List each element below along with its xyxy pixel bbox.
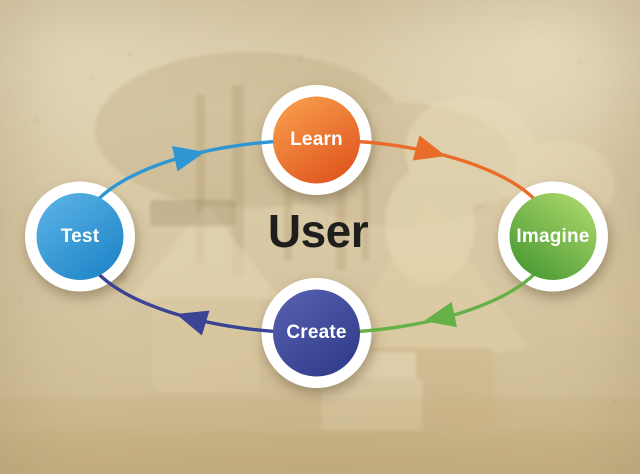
arrowhead-test-to-learn-icon: [171, 146, 205, 172]
node-circle-test: [36, 193, 124, 280]
node-label-imagine: Imagine: [516, 225, 590, 247]
node-circle-imagine: [509, 193, 597, 280]
node-label-test: Test: [60, 225, 100, 247]
arrowhead-imagine-to-create-icon: [424, 301, 458, 328]
arrowhead-learn-to-imagine-icon: [412, 135, 446, 161]
background-paper-speckles: [18, 53, 617, 434]
background-hut-far-right: [558, 230, 640, 335]
center-title: User: [267, 205, 369, 257]
background-grass-field: [0, 398, 640, 474]
node-circle-learn: [273, 96, 360, 184]
node-label-learn: Learn: [290, 129, 343, 150]
arrowhead-create-to-test-icon: [176, 310, 210, 336]
background-hut-left: [132, 205, 280, 392]
node-circle-create: [273, 289, 360, 377]
node-label-create: Create: [286, 322, 347, 343]
